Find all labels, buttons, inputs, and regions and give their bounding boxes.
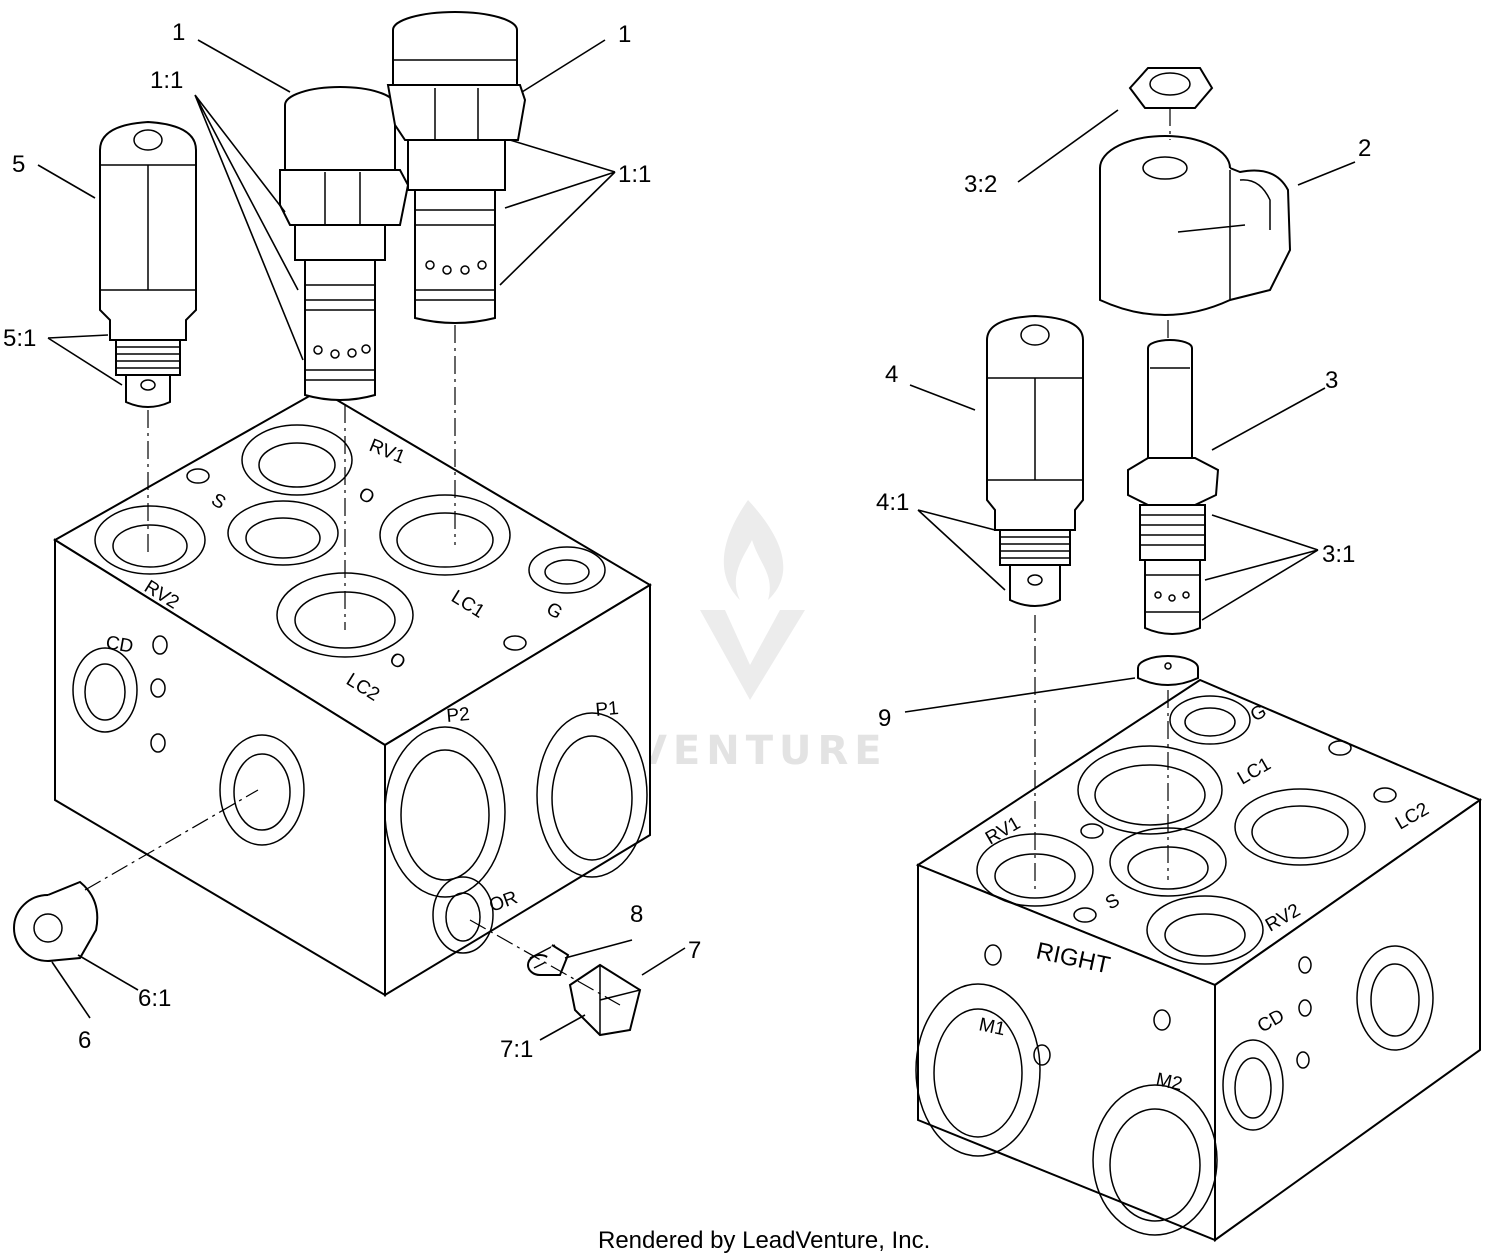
callout-8: 8 (630, 901, 643, 928)
callout-5-1: 5:1 (3, 325, 36, 352)
callout-5: 5 (12, 151, 25, 178)
left-manifold-block: RV1 S O RV2 LC1 G LC2 O CD P2 P1 OR (53, 388, 652, 997)
callout-labels: 1 1 1:1 1:1 5 5:1 6 6:1 8 7 7:1 3:2 2 3 … (3, 19, 1371, 1063)
callout-7: 7 (688, 937, 701, 964)
right-top-ports (976, 695, 1397, 965)
left-front-ports (384, 712, 648, 954)
part-3-solenoid-valve (1127, 339, 1220, 635)
callout-3: 3 (1325, 367, 1338, 394)
part-8-orifice (527, 944, 570, 976)
footer-credit: Rendered by LeadVenture, Inc. (598, 1227, 930, 1254)
port-label-p1: P1 (595, 698, 620, 721)
right-side-ports (915, 944, 1218, 1236)
port-label-cd: CD (104, 632, 135, 657)
callout-6-1: 6:1 (138, 985, 171, 1012)
callout-9: 9 (878, 705, 891, 732)
part-4-relief-valve (986, 314, 1084, 607)
port-label-p2: P2 (446, 704, 471, 727)
left-side-ports (72, 635, 305, 846)
part-2-solenoid-coil (1099, 135, 1292, 316)
right-front-ports (1222, 945, 1434, 1131)
callout-2: 2 (1358, 135, 1371, 162)
right-manifold-block: G LC1 LC2 RV1 S RV2 RIGHT M1 M2 CD (915, 678, 1483, 1242)
callout-1-1-left: 1:1 (150, 67, 183, 94)
callout-6: 6 (78, 1027, 91, 1054)
callout-4-1: 4:1 (876, 489, 909, 516)
leader-lines (37, 39, 1356, 1041)
callout-4: 4 (885, 361, 898, 388)
callout-7-1: 7:1 (500, 1036, 533, 1063)
part-5-relief-valve (99, 120, 197, 408)
part-7-plug (568, 963, 642, 1037)
part-3-2-nut (1128, 67, 1214, 109)
callout-3-1: 3:1 (1322, 541, 1355, 568)
callout-1-left: 1 (172, 19, 185, 46)
part-6-plug (13, 880, 99, 962)
left-centerlines (84, 325, 621, 1006)
callout-3-2: 3:2 (964, 171, 997, 198)
part-1-cartridge-a (279, 86, 410, 401)
part-1-cartridge-b (386, 11, 527, 324)
right-centerlines (1034, 108, 1171, 890)
callout-1-right: 1 (618, 21, 631, 48)
part-9-washer (1137, 655, 1199, 686)
callout-1-1-right: 1:1 (618, 161, 651, 188)
left-top-ports (94, 424, 606, 658)
